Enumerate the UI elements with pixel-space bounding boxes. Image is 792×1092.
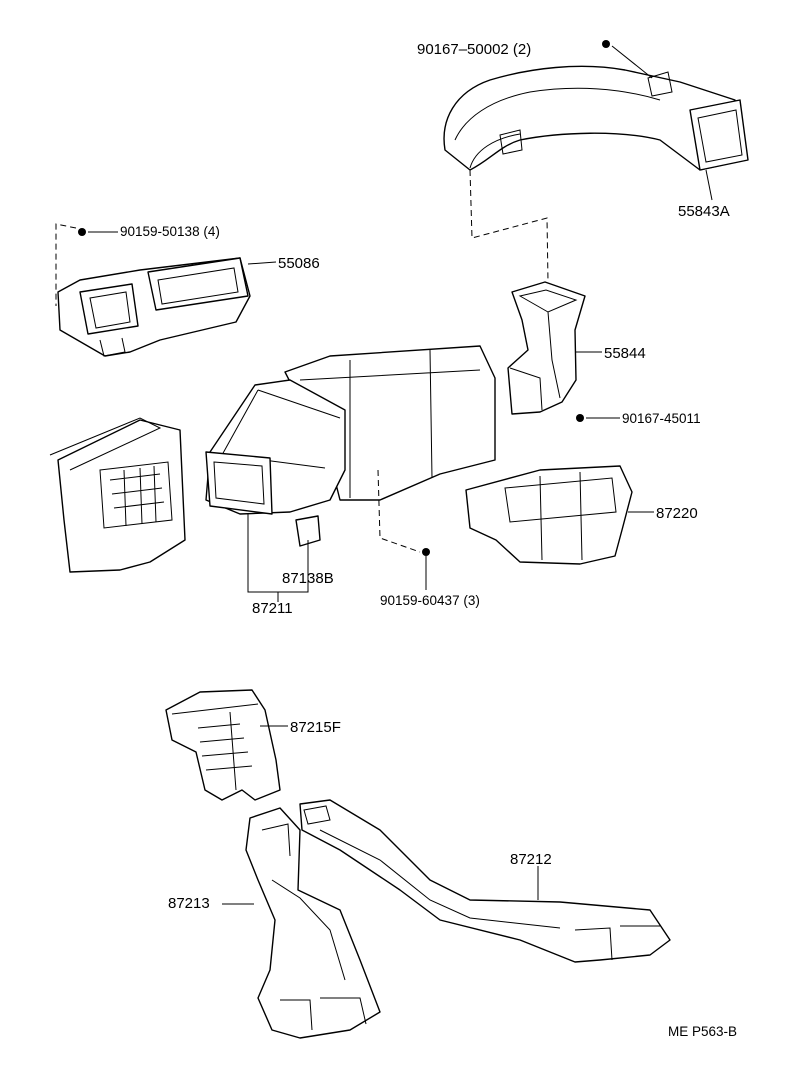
duct-55086: [57, 257, 251, 357]
label-90159-50138: 90159-50138 (4): [120, 224, 220, 239]
label-90167-50002: 90167–50002 (2): [417, 41, 531, 58]
label-90167-45011: 90167-45011: [622, 411, 701, 426]
label-90159-60437: 90159-60437 (3): [380, 593, 480, 608]
leader-line: [247, 261, 277, 265]
screw-icon: [422, 548, 430, 556]
label-87211: 87211: [252, 600, 293, 617]
dashed-connector: [469, 169, 549, 283]
label-87212: 87212: [510, 851, 552, 868]
leader-line: [611, 45, 653, 79]
label-55843a: 55843A: [678, 203, 730, 220]
housing-87220: [465, 465, 633, 565]
leader-line: [705, 169, 713, 201]
heater-unit-87211: [205, 345, 496, 515]
label-55844: 55844: [604, 345, 646, 362]
diagram-reference: ME P563-B: [668, 1024, 737, 1039]
duct-87213: [245, 807, 381, 1039]
dashed-connector: [377, 469, 421, 553]
label-87215f: 87215F: [290, 719, 341, 736]
duct-87212: [299, 799, 671, 963]
screw-icon: [602, 40, 610, 48]
part-87138b-icon: [295, 515, 321, 547]
register-assembly: [49, 417, 186, 573]
label-87220: 87220: [656, 505, 698, 522]
label-87138b: 87138B: [282, 570, 334, 587]
dashed-connector: [55, 223, 77, 306]
label-55086: 55086: [278, 255, 320, 272]
screw-icon: [78, 228, 86, 236]
screw-icon: [576, 414, 584, 422]
label-87213: 87213: [168, 895, 210, 912]
duct-55843a: [443, 65, 749, 171]
duct-55844: [507, 281, 586, 415]
duct-87215f: [165, 689, 281, 801]
